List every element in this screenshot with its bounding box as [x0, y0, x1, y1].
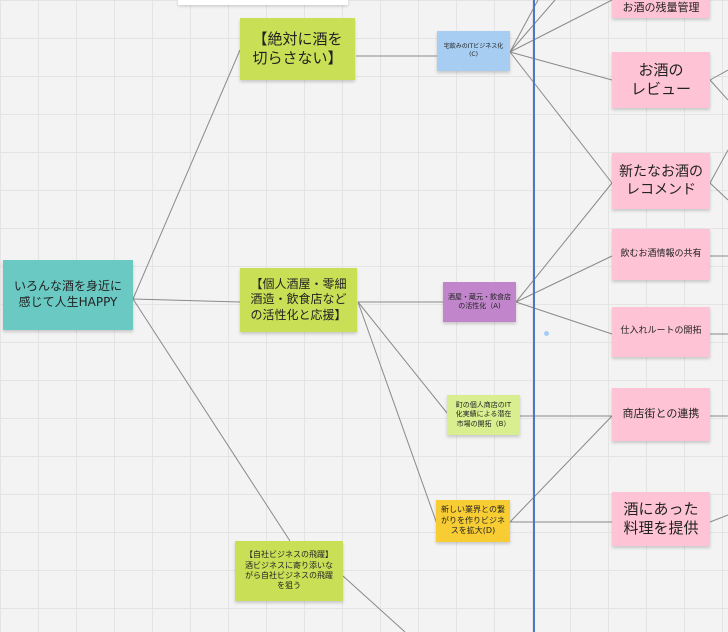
connector-line	[515, 255, 613, 303]
top-toolbar	[178, 0, 348, 5]
right-note-text: 仕入れルートの開拓	[620, 326, 702, 337]
mid-note-text: 新しい業界との繋 がりを作りビジネ スを拡大(D)	[441, 505, 505, 536]
right-note-supply-route[interactable]: 仕入れルートの開拓	[612, 307, 710, 357]
connector-line	[709, 79, 728, 101]
connector-line	[515, 301, 613, 335]
right-note-text: お酒の残量管理	[622, 0, 700, 14]
connector-line	[709, 182, 728, 201]
mid-note-home-drinking-it[interactable]: 宅飲みのITビジネス化(C)	[437, 31, 510, 71]
right-note-text: 商店街との連携	[622, 407, 700, 421]
mid-note-text: 町の個人商店のIT 化実績による潜在 市場の開拓（B）	[455, 401, 512, 428]
connector-line	[509, 51, 613, 184]
connector-line	[509, 0, 556, 53]
connector-line	[515, 182, 613, 303]
mid-note-text: 酒屋・蔵元・飲食店 の活性化（A)	[448, 292, 511, 310]
right-note-shopping-street[interactable]: 商店街との連携	[612, 388, 710, 441]
root-note-text: いろんな酒を身近に 感じて人生HAPPY	[13, 279, 122, 309]
branch-note-revitalize-shops[interactable]: 【個人酒屋・零細 酒造・飲食店など の活性化と応援】	[240, 268, 357, 332]
branch-note-own-business[interactable]: 【自社ビジネスの飛躍】 酒ビジネスに寄り添いな がら自社ビジネスの飛躍 を狙う	[235, 541, 343, 601]
connector-line	[357, 301, 448, 414]
connector-line	[357, 301, 438, 525]
connector-line	[132, 298, 291, 542]
right-note-remaining-stock[interactable]: お酒の残量管理	[612, 0, 710, 18]
branch-note-no-stockout[interactable]: 【絶対に酒を 切らさない】	[240, 18, 355, 80]
mid-note-text: 宅飲みのITビジネス化(C)	[443, 43, 504, 58]
right-note-recommend[interactable]: 新たなお酒の レコメンド	[612, 153, 710, 209]
connector-line	[132, 298, 241, 303]
connector-line	[509, 415, 613, 523]
connector-line	[709, 514, 728, 523]
branch-note-text: 【個人酒屋・零細 酒造・飲食店など の活性化と応援】	[250, 276, 347, 322]
root-note[interactable]: いろんな酒を身近に 感じて人生HAPPY	[3, 260, 133, 330]
mid-note-revitalize-liquor-stores[interactable]: 酒屋・蔵元・飲食店 の活性化（A)	[443, 282, 516, 322]
right-note-text: 飲むお酒情報の共有	[620, 248, 702, 259]
connector-line	[132, 49, 241, 300]
connector-line	[709, 69, 728, 81]
connector-line	[342, 575, 406, 632]
right-note-review[interactable]: お酒の レビュー	[612, 52, 710, 108]
right-note-food-pairing[interactable]: 酒にあった 料理を提供	[612, 492, 710, 546]
right-note-text: お酒の レビュー	[630, 60, 691, 99]
right-note-text: 酒にあった 料理を提供	[623, 499, 699, 538]
mid-note-local-shop-it[interactable]: 町の個人商店のIT 化実績による潜在 市場の開拓（B）	[447, 395, 520, 435]
selection-dot	[544, 331, 549, 336]
connector-line	[709, 149, 728, 184]
branch-note-text: 【自社ビジネスの飛躍】 酒ビジネスに寄り添いな がら自社ビジネスの飛躍 を狙う	[245, 550, 333, 591]
connector-line	[509, 51, 613, 81]
branch-note-text: 【絶対に酒を 切らさない】	[252, 29, 343, 68]
right-note-text: 新たなお酒の レコメンド	[619, 163, 703, 198]
right-note-share-info[interactable]: 飲むお酒情報の共有	[612, 229, 710, 280]
connector-line	[509, 0, 613, 53]
mid-note-new-industry[interactable]: 新しい業界との繋 がりを作りビジネ スを拡大(D)	[436, 500, 510, 542]
